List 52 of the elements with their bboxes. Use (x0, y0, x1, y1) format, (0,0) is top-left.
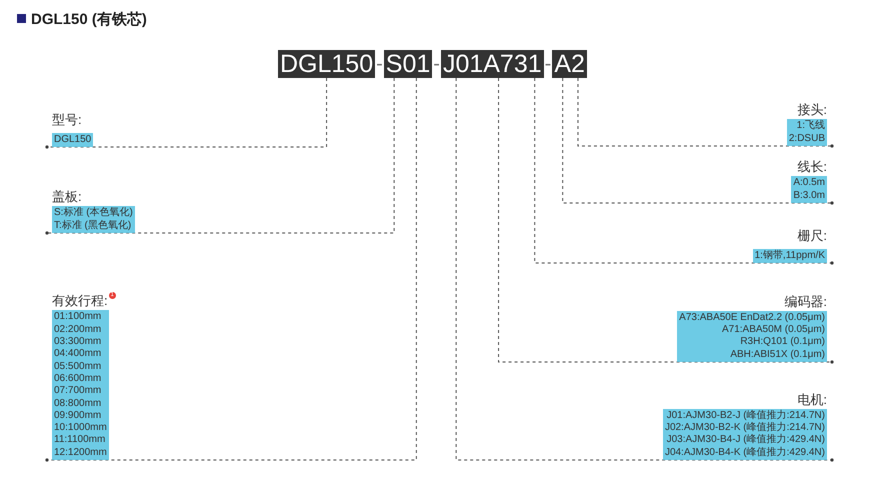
leader-line (562, 78, 834, 205)
separator-dash: - (433, 52, 440, 77)
leader-line (45, 78, 328, 149)
option-text: J02:AJM30-B2-K (峰值推力:214.7N) (664, 422, 825, 434)
category-heading: 电机: (797, 392, 827, 407)
category-heading: 线长: (797, 159, 827, 174)
option-text: 12:1200mm (54, 446, 107, 459)
option-text: J01:AJM30-B2-J (峰值推力:214.7N) (666, 410, 825, 422)
option-text: J04:AJM30-B4-K (峰值推力:429.4N) (664, 446, 825, 459)
option-text: 1:钢带,11ppm/K (754, 250, 825, 262)
leader-line (456, 78, 834, 462)
code-segment: S01 (384, 50, 432, 78)
option-text: 02:200mm (54, 324, 102, 336)
option-text: 01:100mm (54, 311, 102, 324)
section-title: DGL150 (有铁芯) (31, 10, 147, 29)
option-text: 09:900mm (54, 410, 102, 422)
leader-line (45, 78, 395, 235)
leader-line (45, 78, 417, 462)
option-text: 06:600mm (54, 372, 102, 386)
option-text: DGL150 (54, 134, 92, 146)
option-text: 1:飞线 (796, 120, 825, 133)
category-heading: 编码器: (784, 294, 827, 309)
option-text: A73:ABA50E EnDat2.2 (0.05μm) (679, 312, 825, 324)
code-segment: A2 (552, 50, 587, 78)
category-heading: 有效行程: (52, 293, 108, 308)
option-text: R3H:Q101 (0.1μm) (739, 336, 825, 349)
separator-dash: - (544, 52, 552, 77)
code-segment: J01A731 (440, 50, 544, 78)
leader-line (577, 78, 834, 148)
option-text: J03:AJM30-B4-J (峰值推力:429.4N) (666, 434, 825, 446)
option-text: 08:800mm (54, 398, 102, 410)
option-text: ABH:ABI51X (0.1μm) (729, 348, 825, 361)
option-text: A:0.5m (793, 177, 825, 190)
category-heading: 栅尺: (797, 228, 827, 243)
leader-line (534, 78, 834, 265)
option-text: S:标准 (本色氧化) (54, 207, 133, 220)
option-text: A71:ABA50M (0.05μm) (720, 324, 825, 336)
option-text: 03:300mm (54, 336, 102, 348)
category-heading: 接头: (797, 102, 827, 118)
option-text: 2:DSUB (788, 132, 825, 145)
code-segment: DGL150 (278, 50, 376, 78)
option-text: 04:400mm (54, 348, 102, 361)
category-heading: 盖板: (52, 189, 82, 204)
leader-line (498, 78, 834, 364)
option-text: B:3.0m (793, 190, 825, 202)
option-text: T:标准 (黑色氧化) (54, 220, 132, 232)
separator-dash: - (376, 52, 383, 77)
option-text: 05:500mm (54, 360, 102, 373)
option-text: 10:1000mm (54, 422, 107, 434)
category-heading: 型号: (52, 112, 82, 127)
option-text: 11:1100mm (54, 434, 106, 447)
option-text: 07:700mm (54, 385, 102, 398)
